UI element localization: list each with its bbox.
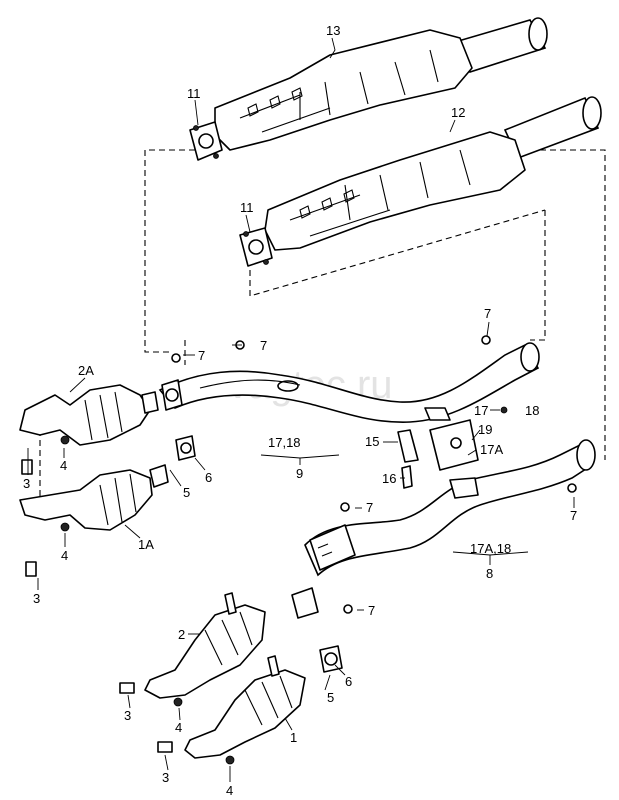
callout-8: 8 bbox=[486, 566, 493, 581]
callout-4-a: 4 bbox=[60, 458, 67, 473]
leader-lines bbox=[27, 37, 575, 782]
callout-17: 17 bbox=[474, 403, 488, 418]
callout-3-d: 3 bbox=[162, 770, 169, 785]
fasteners bbox=[21, 335, 577, 765]
front-pipe-8[interactable] bbox=[304, 439, 596, 577]
bracket-assembly[interactable] bbox=[397, 406, 508, 489]
catalytic-converter-1A[interactable] bbox=[19, 464, 169, 532]
callout-17A-18: 17A,18 bbox=[470, 541, 511, 556]
callout-17A: 17A bbox=[480, 442, 503, 457]
callout-18: 18 bbox=[525, 403, 539, 418]
flange-pipe-junction[interactable] bbox=[161, 379, 319, 619]
catalytic-converter-1[interactable] bbox=[184, 655, 306, 759]
callout-7-a: 7 bbox=[198, 348, 205, 363]
rear-silencer-13[interactable] bbox=[214, 17, 548, 151]
callout-11-upper: 11 bbox=[187, 86, 201, 101]
callout-13: 13 bbox=[326, 23, 340, 38]
callout-7-b: 7 bbox=[260, 338, 267, 353]
gasket-6-upper[interactable] bbox=[175, 435, 196, 461]
callout-11-lower: 11 bbox=[240, 200, 254, 215]
callout-12: 12 bbox=[451, 105, 465, 120]
callout-5-b: 5 bbox=[327, 690, 334, 705]
callout-4-b: 4 bbox=[61, 548, 68, 563]
callout-3-c: 3 bbox=[124, 708, 131, 723]
gasket-11-lower[interactable] bbox=[239, 227, 273, 267]
callout-2: 2 bbox=[178, 627, 185, 642]
callout-4-c: 4 bbox=[175, 720, 182, 735]
callout-17-18: 17,18 bbox=[268, 435, 301, 450]
callout-6-b: 6 bbox=[345, 674, 352, 689]
callout-7-f: 7 bbox=[570, 508, 577, 523]
callout-3-b: 3 bbox=[33, 591, 40, 606]
callout-7-d: 7 bbox=[366, 500, 373, 515]
gasket-6-lower[interactable] bbox=[319, 645, 343, 673]
callout-7-e: 7 bbox=[368, 603, 375, 618]
callout-16: 16 bbox=[382, 471, 396, 486]
rear-silencer-12[interactable] bbox=[264, 96, 602, 251]
callout-2A: 2A bbox=[78, 363, 94, 378]
callout-labels: 13 12 11 11 7 7 7 7 7 7 2A 17,18 9 15 16… bbox=[23, 23, 577, 798]
front-pipe-9[interactable] bbox=[158, 342, 540, 423]
callout-15: 15 bbox=[365, 434, 379, 449]
dashed-grouping-lines bbox=[39, 149, 606, 520]
callout-9: 9 bbox=[296, 466, 303, 481]
callout-5-a: 5 bbox=[183, 485, 190, 500]
catalytic-converter-2[interactable] bbox=[144, 592, 266, 699]
callout-7-c: 7 bbox=[484, 306, 491, 321]
callout-1A: 1A bbox=[138, 537, 154, 552]
callout-4-d: 4 bbox=[226, 783, 233, 798]
gasket-11-upper[interactable] bbox=[189, 121, 223, 161]
callout-1: 1 bbox=[290, 730, 297, 745]
callout-3-a: 3 bbox=[23, 476, 30, 491]
callout-6-a: 6 bbox=[205, 470, 212, 485]
callout-19: 19 bbox=[478, 422, 492, 437]
catalytic-converter-2A[interactable] bbox=[19, 384, 159, 446]
